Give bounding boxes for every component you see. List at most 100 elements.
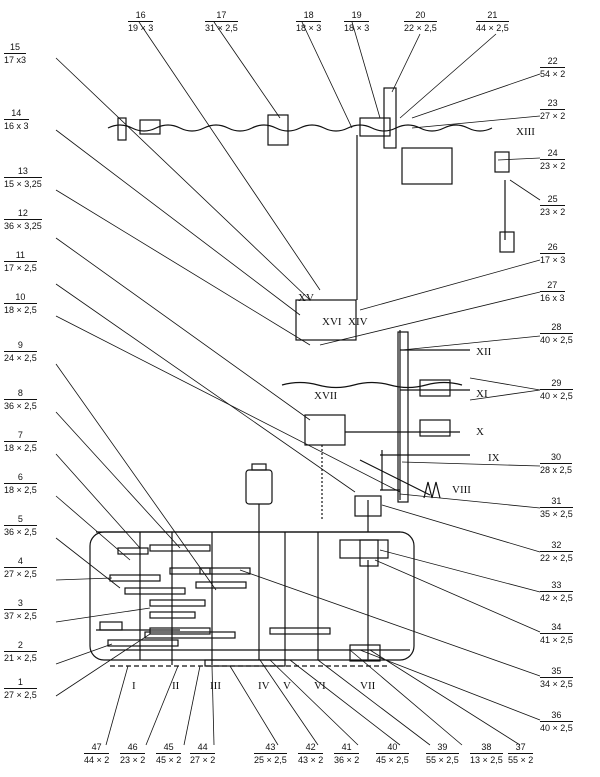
shaft-label-viii: VIII [452,484,471,496]
part-spec: 55 × 2,5 [426,755,459,765]
shaft-label-x: X [476,426,484,438]
part-number: 29 [540,378,573,390]
shaft-label-xv: XV [298,292,314,304]
shaft-label-xiv: XIV [348,316,368,328]
part-spec: 23 × 2 [540,161,566,171]
gearbox-housing [89,531,415,661]
part-number: 21 [476,10,509,22]
part-spec: 45 × 2 [156,755,182,765]
part-number: 6 [4,472,37,484]
part-number: 24 [540,148,566,160]
part-number: 39 [426,742,459,754]
part-number: 25 [540,194,566,206]
part-number: 42 [298,742,324,754]
part-number: 38 [470,742,503,754]
part-number: 32 [540,540,573,552]
shaft-label-xvii: XVII [314,390,338,402]
part-number: 12 [4,208,42,220]
part-spec: 41 × 2,5 [540,635,573,645]
part-number: 8 [4,388,37,400]
part-spec: 16 x 3 [540,293,565,303]
part-spec: 16 x 3 [4,121,29,131]
part-number: 36 [540,710,573,722]
part-spec: 35 × 2,5 [540,509,573,519]
part-number: 45 [156,742,182,754]
part-number: 15 [4,42,27,54]
part-number: 46 [120,742,146,754]
part-spec: 34 × 2,5 [540,679,573,689]
part-spec: 18 × 2,5 [4,485,37,495]
part-spec: 19 × 3 [128,23,154,33]
part-spec: 17 × 2,5 [4,263,37,273]
part-spec: 43 × 2 [298,755,324,765]
part-spec: 40 × 2,5 [540,723,573,733]
shaft-label-xiii: XIII [516,126,535,138]
shaft-label-iv: IV [258,680,270,692]
part-number: 43 [254,742,287,754]
shaft-label-ii: II [172,680,180,692]
part-number: 14 [4,108,29,120]
part-number: 47 [84,742,110,754]
part-number: 20 [404,10,437,22]
part-spec: 22 × 2,5 [540,553,573,563]
part-spec: 28 x 2,5 [540,465,573,475]
part-number: 9 [4,340,37,352]
part-spec: 23 × 2 [540,207,566,217]
part-spec: 17 x3 [4,55,27,65]
part-spec: 18 × 2,5 [4,443,37,453]
part-number: 3 [4,598,37,610]
part-spec: 45 × 2,5 [376,755,409,765]
part-spec: 25 × 2,5 [254,755,287,765]
part-number: 30 [540,452,573,464]
part-spec: 55 × 2 [508,755,534,765]
shaft-label-xi: XI [476,388,488,400]
part-spec: 21 × 2,5 [4,653,37,663]
part-spec: 18 × 3 [344,23,370,33]
part-number: 19 [344,10,370,22]
part-spec: 31 × 2,5 [205,23,238,33]
part-spec: 36 × 2,5 [4,527,37,537]
part-spec: 18 × 2,5 [4,305,37,315]
part-spec: 22 × 2,5 [404,23,437,33]
part-spec: 27 × 2,5 [4,690,37,700]
part-spec: 54 × 2 [540,69,566,79]
part-spec: 17 × 3 [540,255,566,265]
part-number: 28 [540,322,573,334]
shaft-label-i: I [132,680,136,692]
part-spec: 37 × 2,5 [4,611,37,621]
shaft-label-vii: VII [360,680,376,692]
part-number: 16 [128,10,154,22]
shaft-label-vi: VI [314,680,326,692]
part-number: 34 [540,622,573,634]
part-spec: 40 × 2,5 [540,391,573,401]
